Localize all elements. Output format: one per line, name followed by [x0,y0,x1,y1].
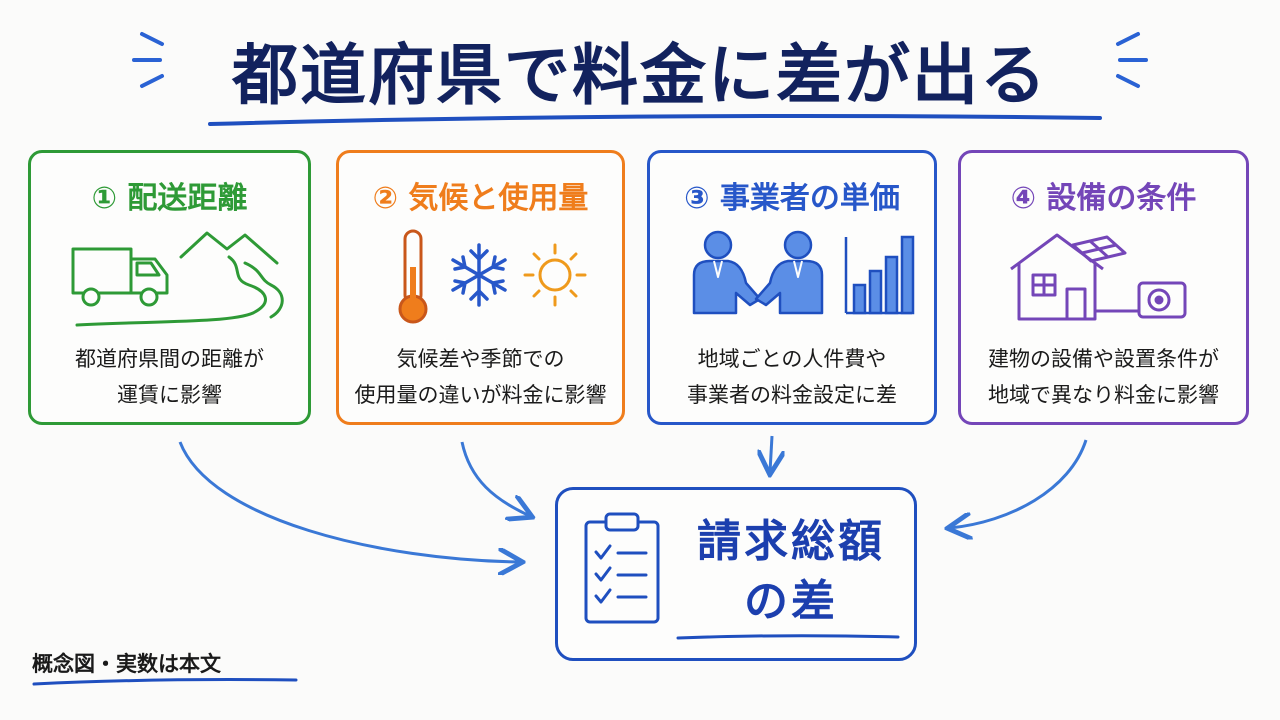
card-desc-line1: 気候差や季節での [396,347,565,371]
card-title: ② 気候と使用量 [372,181,589,216]
card-desc-line2: 地域で異なり料金に影響 [988,383,1219,407]
mountain-road-icon [75,231,284,327]
footnote-underline [32,678,298,686]
card-desc-line2: 運賃に影響 [117,383,222,407]
footnote: 概念図・実数は本文 [32,652,221,676]
card-desc-line2: 事業者の料金設定に差 [687,383,897,407]
title-accent-right [1116,32,1148,88]
truck-icon [71,247,169,307]
bar-chart-icon [844,235,915,315]
page-title: 都道府県で料金に差が出る [232,37,1048,114]
result-title-line1: 請求総額 [697,516,885,567]
card-desc-line1: 建物の設備や設置条件が [988,347,1219,371]
result-title-line2: の差 [744,576,838,627]
arrow-card4-to-result [950,439,1088,528]
arrow-card1-to-result [178,441,520,562]
card-delivery-distance: ① 配送距離 都道府県間の距離が 運賃に影響 [28,150,311,425]
card-provider-unit-price: ③ 事業者の単価 地域ごとの人件費や 事業者の料金設定に差 [647,150,937,425]
arrow-card3-to-result [770,435,772,472]
arrow-card2-to-result [460,441,530,516]
clipboard-checklist-icon [584,512,660,624]
result-underline [676,634,900,640]
card-desc-line1: 地域ごとの人件費や [697,347,887,371]
card-desc-line2: 使用量の違いが料金に影響 [354,383,607,407]
handshake-icon [692,230,824,315]
thermometer-icon [398,229,428,324]
card-title: ④ 設備の条件 [1010,181,1197,216]
card-equipment-conditions: ④ 設備の条件 建物の設備や設置条件が 地域で異なり料金 [958,150,1249,425]
result-total-difference: 請求総額 の差 [555,487,917,661]
title-underline [208,114,1102,126]
card-desc-line1: 都道府県間の距離が [75,347,264,371]
house-icon [1010,233,1127,321]
sun-icon [523,243,587,307]
snowflake-icon [451,243,507,307]
title-accent-left [132,32,164,88]
outdoor-unit-icon [1095,281,1187,319]
card-title: ③ 事業者の単価 [684,181,900,216]
card-title: ① 配送距離 [91,181,248,216]
card-climate-usage: ② 気候と使用量 [336,150,625,425]
